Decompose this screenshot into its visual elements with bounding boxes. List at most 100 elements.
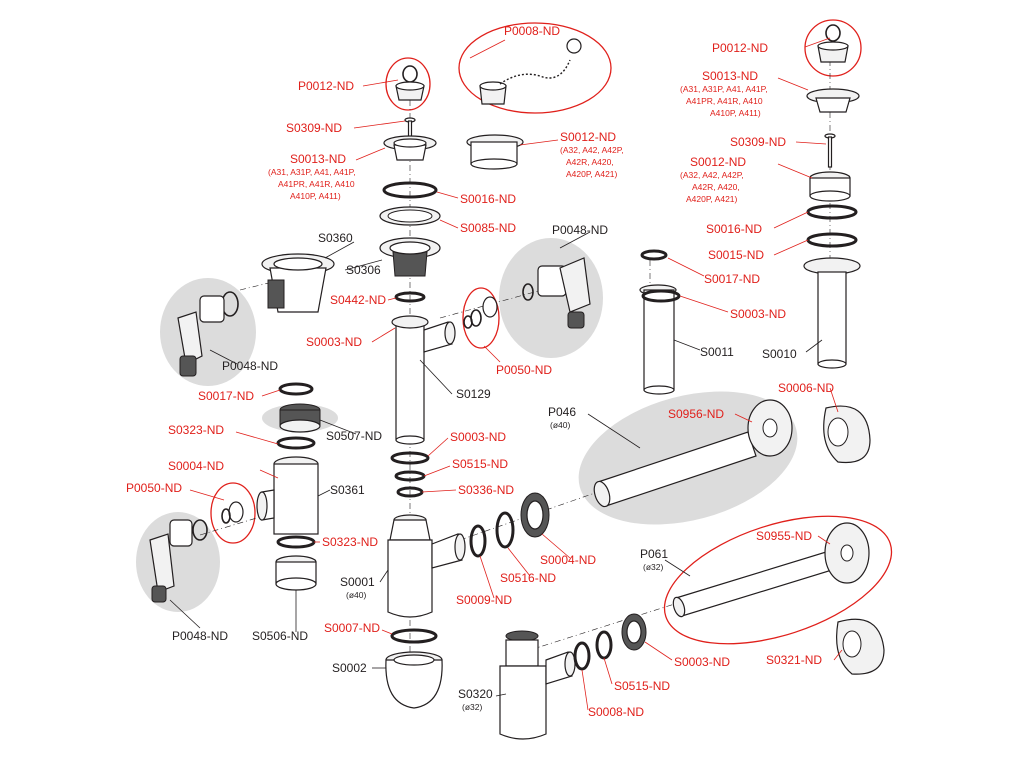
part-p0008 — [479, 38, 582, 105]
label-s0309-right: S0309-ND — [730, 135, 786, 149]
label-p0048-bottom: P0048-ND — [172, 629, 228, 643]
part-s0306 — [379, 237, 441, 277]
part-s0013-left — [383, 135, 437, 161]
part-s0323-upper — [276, 436, 316, 450]
label-s0085: S0085-ND — [460, 221, 516, 235]
label-s0012-right: S0012-ND — [690, 155, 746, 169]
label-s0012-mid-sub1: (A32, A42, A42P, — [560, 145, 624, 155]
label-s0955: S0955-ND — [756, 529, 812, 543]
part-s0516 — [495, 511, 515, 549]
label-s0506: S0506-ND — [252, 629, 308, 643]
label-s0011: S0011 — [700, 345, 734, 359]
label-s0016-left: S0016-ND — [460, 192, 516, 206]
part-s0515-right — [595, 630, 613, 660]
label-s0001: S0001 — [340, 575, 375, 589]
part-s0016-left — [382, 181, 438, 199]
part-p0012-left — [395, 65, 425, 101]
part-labels: P0008-ND P0012-ND S0309-ND S0013-ND (A31… — [126, 24, 834, 719]
part-s0017-left — [278, 382, 314, 396]
label-s0017-right: S0017-ND — [704, 272, 760, 286]
ellipse-p0012-left — [385, 57, 431, 111]
label-s0001-sub: (ø40) — [346, 590, 366, 600]
part-s0012-right — [809, 171, 851, 202]
part-s0006 — [823, 405, 871, 464]
label-p0050-bottom: P0050-ND — [126, 481, 182, 495]
ellipse-p061 — [663, 515, 893, 645]
label-s0507: S0507-ND — [326, 429, 382, 443]
label-s0004-left: S0004-ND — [168, 459, 224, 473]
label-p061: P061 — [640, 547, 668, 561]
part-s0003-bottom-right — [621, 613, 647, 651]
axis-s0360 — [239, 267, 331, 291]
label-p046: P046 — [548, 405, 576, 419]
part-s0507 — [279, 403, 321, 433]
part-s0515-center — [394, 470, 426, 482]
label-s0013-left-sub2: A41PR, A41R, A410 — [278, 179, 355, 189]
part-p0012-right — [817, 24, 849, 63]
label-s0013-right-sub3: A410P, A411) — [710, 108, 761, 118]
label-s0013-right-sub1: (A31, A31P, A41, A41P, — [680, 84, 768, 94]
label-s0012-mid-sub2: A42R, A420, — [566, 157, 614, 167]
label-s0336: S0336-ND — [458, 483, 514, 497]
part-s0008 — [573, 641, 591, 671]
label-s0515-center: S0515-ND — [452, 457, 508, 471]
label-s0012-right-sub1: (A32, A42, A42P, — [680, 170, 744, 180]
part-s0009 — [469, 524, 487, 558]
part-s0004-right — [520, 492, 550, 538]
label-s0013-left-sub1: (A31, A31P, A41, A41P, — [268, 167, 356, 177]
label-s0129: S0129 — [456, 387, 491, 401]
label-s0003-left: S0003-ND — [306, 335, 362, 349]
label-s0516: S0516-ND — [500, 571, 556, 585]
label-s0015: S0015-ND — [708, 248, 764, 262]
leader-lines — [169, 37, 843, 711]
label-p0012-left: P0012-ND — [298, 79, 354, 93]
part-s0320 — [499, 630, 576, 740]
label-s0017-left: S0017-ND — [198, 389, 254, 403]
label-s0007: S0007-ND — [324, 621, 380, 635]
part-s0361 — [256, 456, 319, 535]
part-p0048-bottom — [149, 519, 208, 603]
part-s0955 — [824, 522, 870, 584]
part-s0010 — [803, 257, 861, 369]
label-s0360: S0360 — [318, 231, 353, 245]
label-p0012-right: P0012-ND — [712, 41, 768, 55]
part-s0003-center — [390, 451, 430, 465]
label-s0003-center: S0003-ND — [450, 430, 506, 444]
label-s0004-right: S0004-ND — [540, 553, 596, 567]
label-s0003-right: S0003-ND — [730, 307, 786, 321]
ellipse-p0050-top — [462, 287, 500, 349]
label-p046-sub: (ø40) — [550, 420, 570, 430]
label-s0012-mid: S0012-ND — [560, 130, 616, 144]
label-s0442: S0442-ND — [330, 293, 386, 307]
part-s0015 — [806, 232, 858, 248]
label-s0320-sub: (ø32) — [462, 702, 482, 712]
label-s0006: S0006-ND — [778, 381, 834, 395]
label-p0050-top: P0050-ND — [496, 363, 552, 377]
label-s0012-right-sub2: A42R, A420, — [692, 182, 740, 192]
label-s0323-upper: S0323-ND — [168, 423, 224, 437]
part-p0048-top — [522, 257, 591, 329]
part-s0012-mid — [466, 134, 524, 170]
part-s0442 — [394, 291, 426, 303]
part-p046 — [593, 431, 757, 508]
label-s0309-left: S0309-ND — [286, 121, 342, 135]
part-s0085 — [379, 206, 441, 226]
label-p061-sub: (ø32) — [643, 562, 663, 572]
part-s0001 — [387, 514, 466, 618]
part-s0323-lower — [276, 535, 316, 549]
part-s0956 — [747, 399, 793, 457]
label-p0048-left: P0048-ND — [222, 359, 278, 373]
label-s0321: S0321-ND — [766, 653, 822, 667]
part-s0129 — [391, 315, 456, 445]
label-s0010: S0010 — [762, 347, 797, 361]
label-s0013-right-sub2: A41PR, A41R, A410 — [686, 96, 763, 106]
label-s0320: S0320 — [458, 687, 493, 701]
label-s0013-left: S0013-ND — [290, 152, 346, 166]
ellipse-p0008 — [458, 22, 612, 114]
label-s0361: S0361 — [330, 483, 365, 497]
label-s0956: S0956-ND — [668, 407, 724, 421]
part-p0050-top — [463, 296, 498, 329]
part-s0013-right — [806, 88, 860, 113]
ellipse-p0012-right — [804, 19, 862, 77]
